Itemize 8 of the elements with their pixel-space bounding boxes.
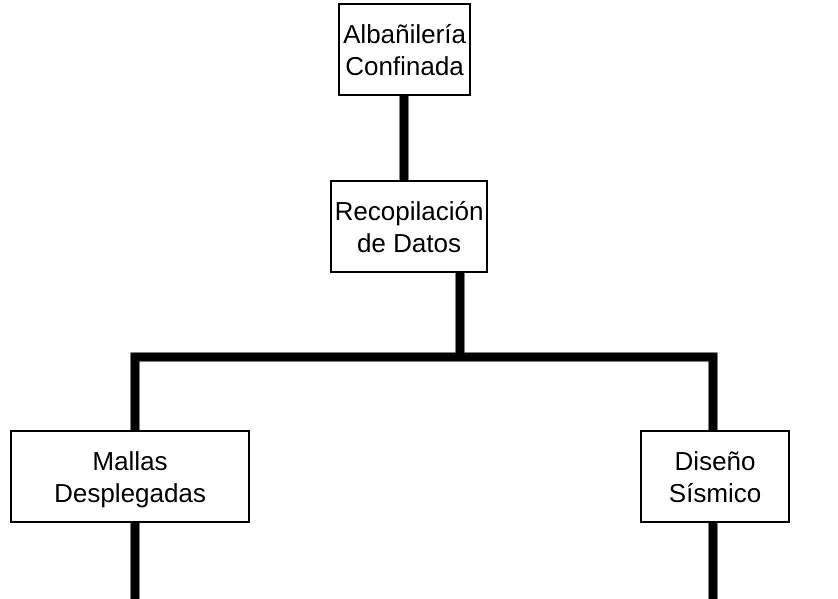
process-box: [640, 430, 790, 523]
box-label: Recopilación de Datos: [334, 194, 484, 258]
box-label: Diseño Sísmico: [668, 444, 762, 508]
process-box: [10, 430, 250, 523]
box-label: Mallas Desplegadas: [53, 444, 207, 508]
box-label: Albañilería Confinada: [343, 18, 466, 82]
process-box: [338, 3, 471, 96]
process-box: [330, 180, 488, 273]
